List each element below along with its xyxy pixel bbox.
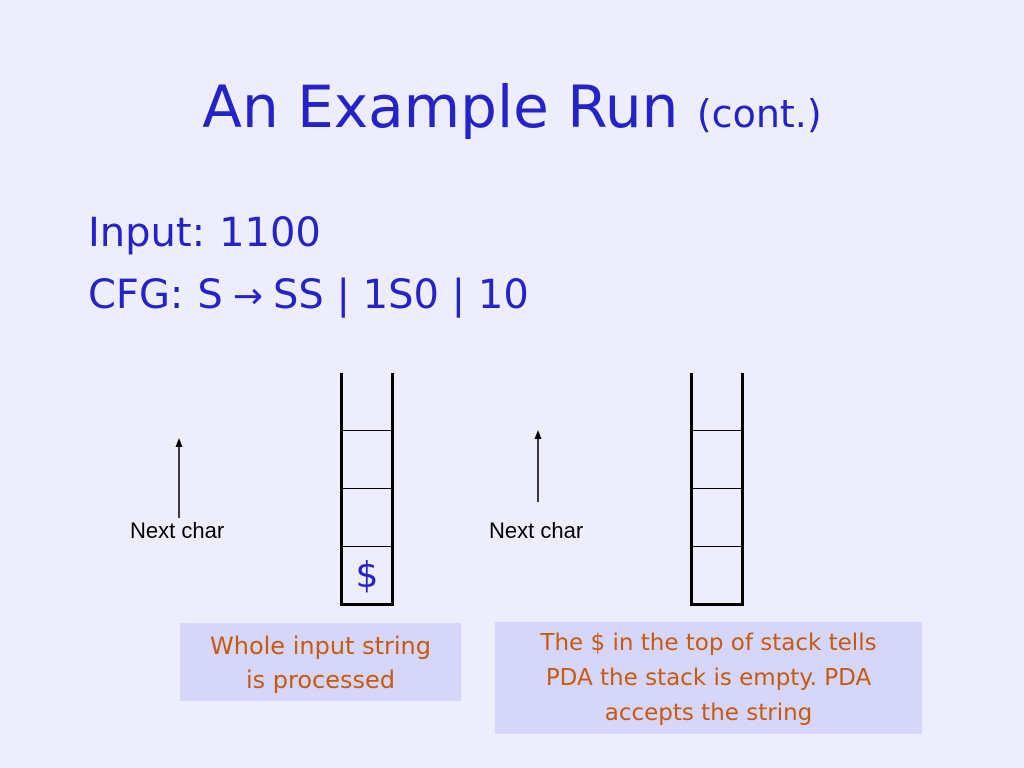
cfg-line: CFG: S→SS | 1S0 | 10 [88,270,529,322]
input-value: 1100 [219,210,321,256]
slide-title-suffix: (cont.) [696,92,822,136]
slide-title-main: An Example Run [202,73,679,141]
cfg-rhs: SS | 1S0 | 10 [272,272,529,318]
stack-divider [693,488,741,489]
up-arrow-icon [534,430,542,502]
stack-divider [693,546,741,547]
right-arrow-icon: → [232,276,263,317]
note-line: PDA the stack is empty. PDA [545,665,872,691]
stack-bottom-symbol: $ [355,555,379,596]
stack-divider [343,546,391,547]
cfg-lhs: S [197,272,223,318]
stack-divider [343,430,391,431]
note-processed: Whole input string is processed [180,623,461,701]
note-line: is processed [245,666,396,694]
input-line: Input: 1100 [88,208,321,258]
note-accepts: The $ in the top of stack tells PDA the … [495,622,922,734]
next-char-label: Next char [489,518,584,543]
input-label: Input: [88,210,206,256]
stack-divider [343,488,391,489]
note-line: accepts the string [604,700,813,726]
up-arrow-icon [175,438,183,518]
stack-divider [693,430,741,431]
slide-title: An Example Run (cont.) [0,72,1024,149]
note-line: The $ in the top of stack tells [540,630,877,656]
cfg-label: CFG: [88,272,184,318]
next-char-label: Next char [130,518,225,543]
stack-left: $ [340,373,394,606]
note-line: Whole input string [210,632,431,660]
stack-right [690,373,744,606]
